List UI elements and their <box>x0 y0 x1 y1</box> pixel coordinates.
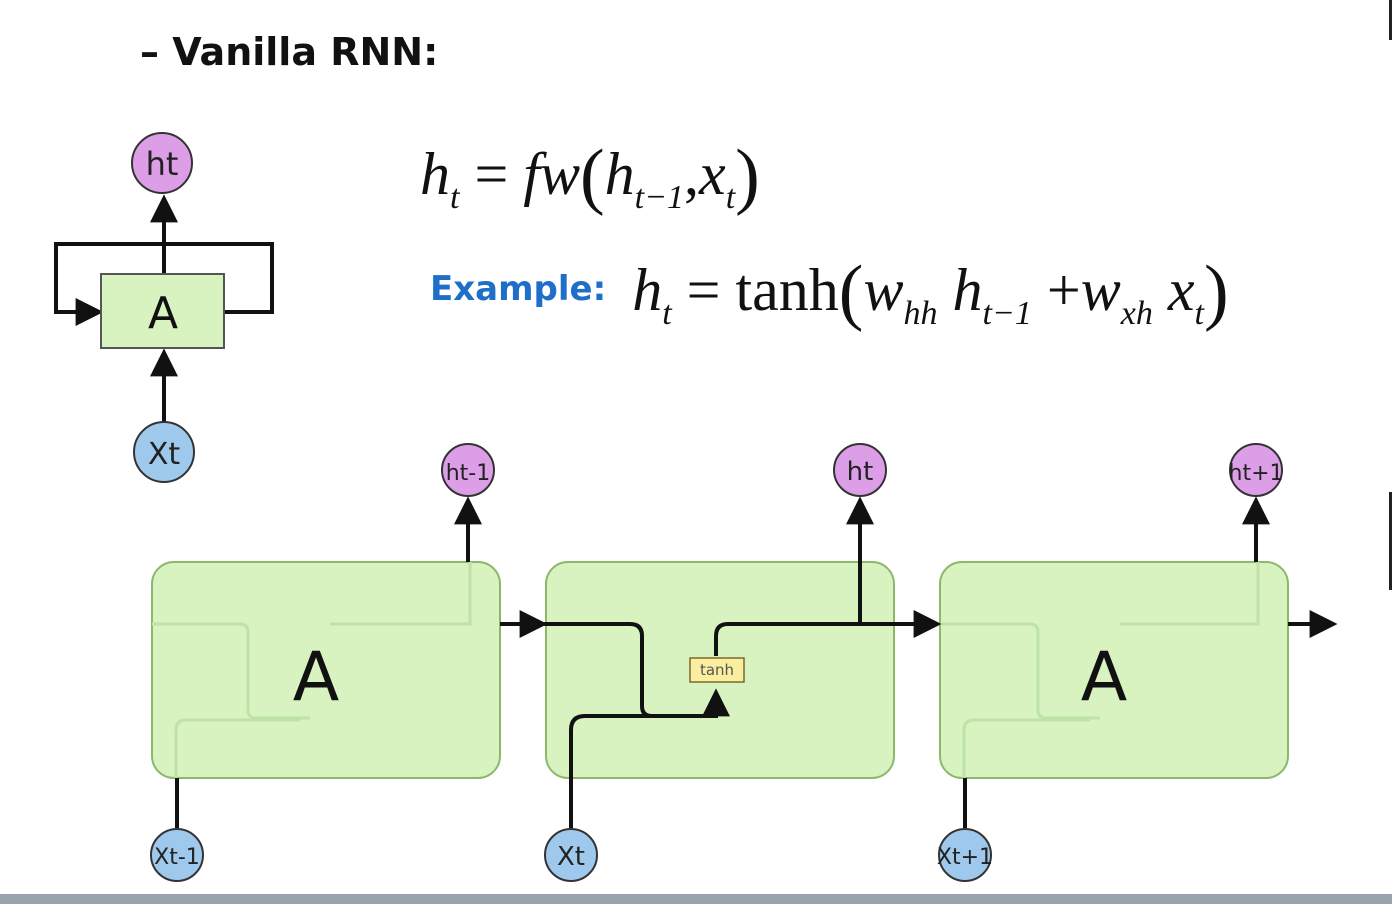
cell-3-ghost-path-3 <box>962 718 1090 778</box>
cell-2-tanh-out-path <box>714 622 860 656</box>
cell-3 <box>939 561 1289 779</box>
output-node-3-label: ht+1 <box>1229 461 1284 486</box>
cell-2-input-path <box>569 688 730 828</box>
rolled-output-label: ht <box>146 145 179 183</box>
eq2-h-prev: h <box>952 257 983 323</box>
input-node-2 <box>544 828 598 882</box>
input-node-1-label: Xt-1 <box>154 845 200 870</box>
right-edge-mark-2 <box>1389 492 1392 590</box>
eq2-sub-t: t <box>662 295 672 332</box>
cell-1-label: A <box>293 638 340 717</box>
eq1-equals: = <box>474 141 509 207</box>
eq2-w2: w <box>1080 257 1121 323</box>
cell-1-ghost-path <box>152 622 310 720</box>
rolled-cell <box>100 273 225 349</box>
eq2-lparen: ( <box>838 251 864 333</box>
eq1-lparen: ( <box>580 135 605 217</box>
cell-1-ghost-path-2 <box>330 562 472 626</box>
cell-3-ghost-path <box>940 622 1100 720</box>
rolled-input-label: Xt <box>148 437 181 472</box>
input-node-2-label: Xt <box>557 842 585 872</box>
input-node-3 <box>938 828 992 882</box>
output-node-2 <box>833 443 887 497</box>
tanh-box <box>689 657 745 683</box>
cell-3-ghost-path-2 <box>1120 562 1260 626</box>
eq1-fw: fw <box>523 141 580 207</box>
eq1-sub-t: t <box>450 179 460 216</box>
eq1-comma: , <box>684 141 700 207</box>
eq1-rparen: ) <box>735 135 760 217</box>
output-node-2-label: ht <box>847 457 874 487</box>
eq1-h-prev: h <box>604 141 635 207</box>
output-node-3 <box>1229 443 1283 497</box>
eq2-sub-hh: hh <box>903 295 938 332</box>
eq2-rparen: ) <box>1203 251 1229 333</box>
unrolled-rnn: A A tanh ht-1 ht <box>150 443 1338 882</box>
rolled-loop-arrow <box>54 242 274 326</box>
output-node-1-label: ht-1 <box>446 461 491 486</box>
eq2-sub-tm1: t−1 <box>982 295 1032 332</box>
eq2-sub-xh: xh <box>1120 295 1153 332</box>
eq2-tanh: tanh <box>735 257 839 323</box>
bottom-bar <box>0 894 1392 904</box>
slide-heading: – Vanilla RNN: <box>140 30 439 74</box>
eq1-sub-tm1: t−1 <box>634 179 685 216</box>
rolled-input-node <box>133 421 195 483</box>
rolled-output-node <box>131 132 193 194</box>
cell-1 <box>151 561 501 779</box>
equation-recurrence: ht = fw(ht−1,xt) <box>420 139 760 215</box>
eq2-h: h <box>632 257 663 323</box>
eq2-sub-t2: t <box>1194 295 1204 332</box>
rolled-rnn: A ht Xt <box>54 132 274 483</box>
eq2-equals: = <box>686 257 721 323</box>
tanh-label: tanh <box>700 661 734 679</box>
eq1-x: x <box>699 141 726 207</box>
eq2-x: x <box>1167 257 1195 323</box>
equation-example: Example:ht = tanh(whh ht−1 +wxh xt) <box>430 255 1229 331</box>
input-node-3-label: Xt+1 <box>937 845 993 870</box>
cell-3-label: A <box>1081 638 1128 717</box>
input-node-1 <box>150 828 204 882</box>
output-node-1 <box>441 443 495 497</box>
cell-1-ghost-path-3 <box>174 718 300 778</box>
eq1-sub-t2: t <box>725 179 736 216</box>
eq2-w1: w <box>863 257 904 323</box>
eq1-h: h <box>420 141 450 207</box>
right-edge-mark <box>1389 0 1392 40</box>
rolled-cell-label: A <box>148 288 178 339</box>
eq2-plus: + <box>1046 257 1081 323</box>
example-label: Example: <box>430 269 607 309</box>
